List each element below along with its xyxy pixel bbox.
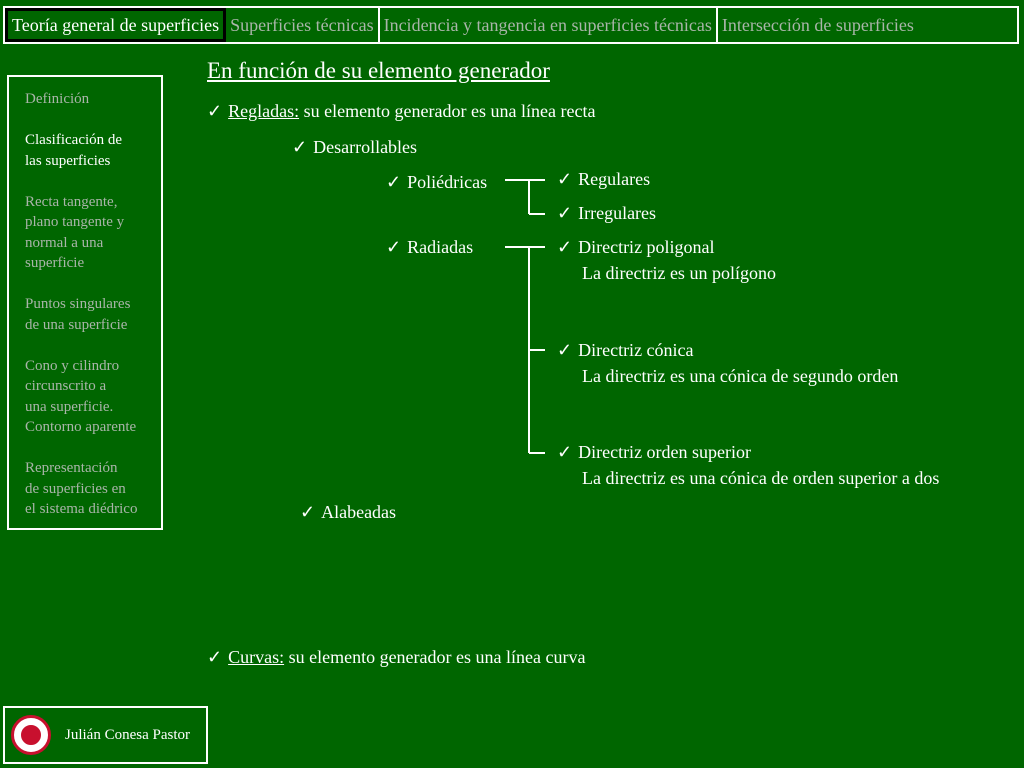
directriz-poligonal-item: ✓Directriz poligonal	[557, 237, 715, 258]
irregulares-item: ✓Irregulares	[557, 203, 656, 224]
regulares-label: Regulares	[578, 169, 651, 189]
nav-item-definicion[interactable]: Definición	[25, 91, 90, 107]
nav-item-cono-cilindro[interactable]: Cono y cilindro circunscrito a una super…	[25, 357, 137, 436]
nav-item-puntos-singulares[interactable]: Puntos singulares de una superficie	[25, 296, 131, 333]
directriz-conica-item: ✓Directriz cónica	[557, 340, 694, 361]
poliedricas-item: ✓Poliédricas	[386, 172, 487, 193]
check-icon: ✓	[292, 137, 308, 157]
directriz-poligonal-desc: La directriz es un polígono	[582, 263, 776, 283]
regladas-label: Regladas:	[228, 101, 300, 121]
alabeadas-label: Alabeadas	[321, 502, 397, 522]
curvas-text: su elemento generador es una línea curva	[284, 647, 586, 667]
check-icon: ✓	[557, 340, 573, 360]
radiadas-label: Radiadas	[407, 237, 474, 257]
check-icon: ✓	[207, 101, 223, 121]
directriz-orden-label: Directriz orden superior	[578, 442, 752, 462]
regladas-line: ✓Regladas: su elemento generador es una …	[207, 101, 595, 122]
author-footer: Julián Conesa Pastor	[3, 706, 208, 764]
top-tab-bar: Teoría general de superficies Superficie…	[3, 6, 1019, 44]
tab-incidencia-tangencia[interactable]: Incidencia y tangencia en superficies té…	[380, 8, 718, 42]
directriz-orden-desc: La directriz es una cónica de orden supe…	[582, 468, 940, 488]
check-icon: ✓	[557, 169, 573, 189]
irregulares-label: Irregulares	[578, 203, 657, 223]
check-icon: ✓	[557, 203, 573, 223]
radiadas-item: ✓Radiadas	[386, 237, 473, 258]
check-icon: ✓	[207, 647, 223, 667]
directriz-poligonal-label: Directriz poligonal	[578, 237, 715, 257]
desarrollables-label: Desarrollables	[313, 137, 418, 157]
nav-item-clasificacion[interactable]: Clasificación de las superficies	[25, 132, 123, 169]
check-icon: ✓	[300, 502, 316, 522]
directriz-conica-desc: La directriz es una cónica de segundo or…	[582, 366, 899, 386]
university-seal-icon	[11, 715, 51, 755]
check-icon: ✓	[386, 172, 402, 192]
check-icon: ✓	[557, 442, 573, 462]
desarrollables-item: ✓Desarrollables	[292, 137, 417, 158]
author-name: Julián Conesa Pastor	[65, 726, 190, 743]
directriz-orden-item: ✓Directriz orden superior	[557, 442, 751, 463]
regladas-text: su elemento generador es una línea recta	[299, 101, 596, 121]
directriz-conica-label: Directriz cónica	[578, 340, 694, 360]
nav-item-representacion[interactable]: Representación de superficies en el sist…	[25, 460, 138, 517]
page-title: En función de su elemento generador	[207, 58, 550, 83]
check-icon: ✓	[386, 237, 402, 257]
poliedricas-label: Poliédricas	[407, 172, 488, 192]
curvas-label: Curvas:	[228, 647, 285, 667]
tab-interseccion[interactable]: Intersección de superficies	[721, 15, 914, 35]
nav-item-recta-tangente[interactable]: Recta tangente, plano tangente y normal …	[25, 193, 125, 272]
check-icon: ✓	[557, 237, 573, 257]
tab-teoria-general[interactable]: Teoría general de superficies	[5, 8, 227, 42]
tab-superficies-tecnicas[interactable]: Superficies técnicas	[226, 8, 380, 42]
alabeadas-item: ✓Alabeadas	[300, 502, 396, 523]
side-navigation: Definición Clasificación de las superfic…	[7, 75, 163, 530]
curvas-line: ✓Curvas: su elemento generador es una lí…	[207, 647, 585, 668]
regulares-item: ✓Regulares	[557, 169, 650, 190]
